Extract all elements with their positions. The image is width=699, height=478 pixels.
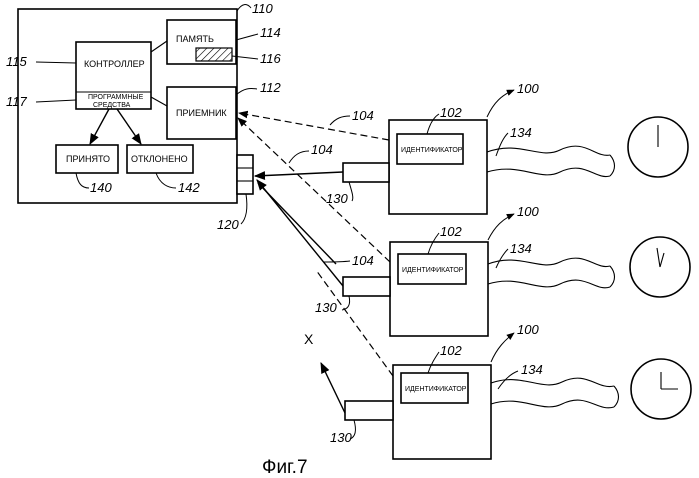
leader-120 xyxy=(241,194,247,224)
ref-115: 115 xyxy=(6,54,27,69)
ref-130: 130 xyxy=(330,430,352,445)
leader-114 xyxy=(236,34,258,40)
leader-100 xyxy=(488,214,514,240)
leader-104-b xyxy=(289,151,309,163)
ref-112: 112 xyxy=(260,80,281,95)
ref-130: 130 xyxy=(315,300,337,315)
plug xyxy=(345,401,393,420)
cable-end xyxy=(610,266,615,287)
plug xyxy=(343,163,389,182)
leader-100 xyxy=(487,90,514,117)
ref-116: 116 xyxy=(260,51,281,66)
ref-140: 140 xyxy=(90,180,112,195)
x-axis-label: X xyxy=(304,331,314,347)
cable xyxy=(487,146,610,155)
identifier-label: ИДЕНТИФИКАТОР xyxy=(405,386,467,393)
ref-110: 110 xyxy=(252,1,273,16)
memory-hatched-block xyxy=(196,48,232,61)
port-120 xyxy=(237,155,253,194)
cable-lower xyxy=(491,400,614,408)
ref-102: 102 xyxy=(440,105,462,120)
leader-110 xyxy=(237,5,251,11)
ref-142: 142 xyxy=(178,180,200,195)
receiver-label: ПРИЕМНИК xyxy=(176,108,227,118)
plug xyxy=(343,277,390,296)
ref-100: 100 xyxy=(517,204,539,219)
cable xyxy=(488,258,610,266)
controller-label: КОНТРОЛЛЕР xyxy=(84,59,145,69)
leader-130 xyxy=(342,296,350,310)
ref-134: 134 xyxy=(521,362,543,377)
ref-130: 130 xyxy=(326,191,348,206)
ref-104-a: 104 xyxy=(352,108,374,123)
accepted-label: ПРИНЯТО xyxy=(66,154,110,164)
leader-130 xyxy=(349,182,353,201)
leader-134 xyxy=(496,249,508,268)
leader-112 xyxy=(236,89,257,95)
identifier-label: ИДЕНТИФИКАТОР xyxy=(402,267,464,274)
software-label-line2: СРЕДСТВА xyxy=(93,102,131,109)
cable-lower xyxy=(487,168,610,176)
ref-104-c: 104 xyxy=(352,253,374,268)
cable xyxy=(491,378,614,386)
leader-104-a xyxy=(330,116,350,125)
device-3: ИДЕНТИФИКАТОР xyxy=(345,359,691,459)
ref-100: 100 xyxy=(517,322,539,337)
signal-paths: X 104 104 104 xyxy=(238,108,393,413)
ref-134: 134 xyxy=(510,125,532,140)
system-110: ПАМЯТЬ КОНТРОЛЛЕР ПРОГРАММНЫЕ СРЕДСТВА П… xyxy=(18,9,253,203)
x-direction-arrow xyxy=(321,363,345,413)
ref-117: 117 xyxy=(6,94,27,109)
rejected-label: ОТКЛОНЕНО xyxy=(131,154,188,164)
ref-114: 114 xyxy=(260,25,281,40)
ref-104-b: 104 xyxy=(311,142,333,157)
cable-end xyxy=(610,155,615,176)
figure-caption: Фиг.7 xyxy=(262,457,308,478)
ref-100: 100 xyxy=(517,81,539,96)
leader-134 xyxy=(496,133,508,156)
ref-120: 120 xyxy=(217,217,239,232)
ref-102: 102 xyxy=(440,224,462,239)
identifier-label: ИДЕНТИФИКАТОР xyxy=(401,147,463,154)
memory-label: ПАМЯТЬ xyxy=(176,34,214,44)
plug3-to-port xyxy=(258,183,336,264)
leader-104-c xyxy=(324,261,350,262)
cable-lower xyxy=(488,280,610,288)
cable-end xyxy=(614,386,619,407)
software-label-line1: ПРОГРАММНЫЕ xyxy=(88,94,144,101)
ref-134: 134 xyxy=(510,241,532,256)
ref-102: 102 xyxy=(440,343,462,358)
leader-100 xyxy=(491,333,514,362)
